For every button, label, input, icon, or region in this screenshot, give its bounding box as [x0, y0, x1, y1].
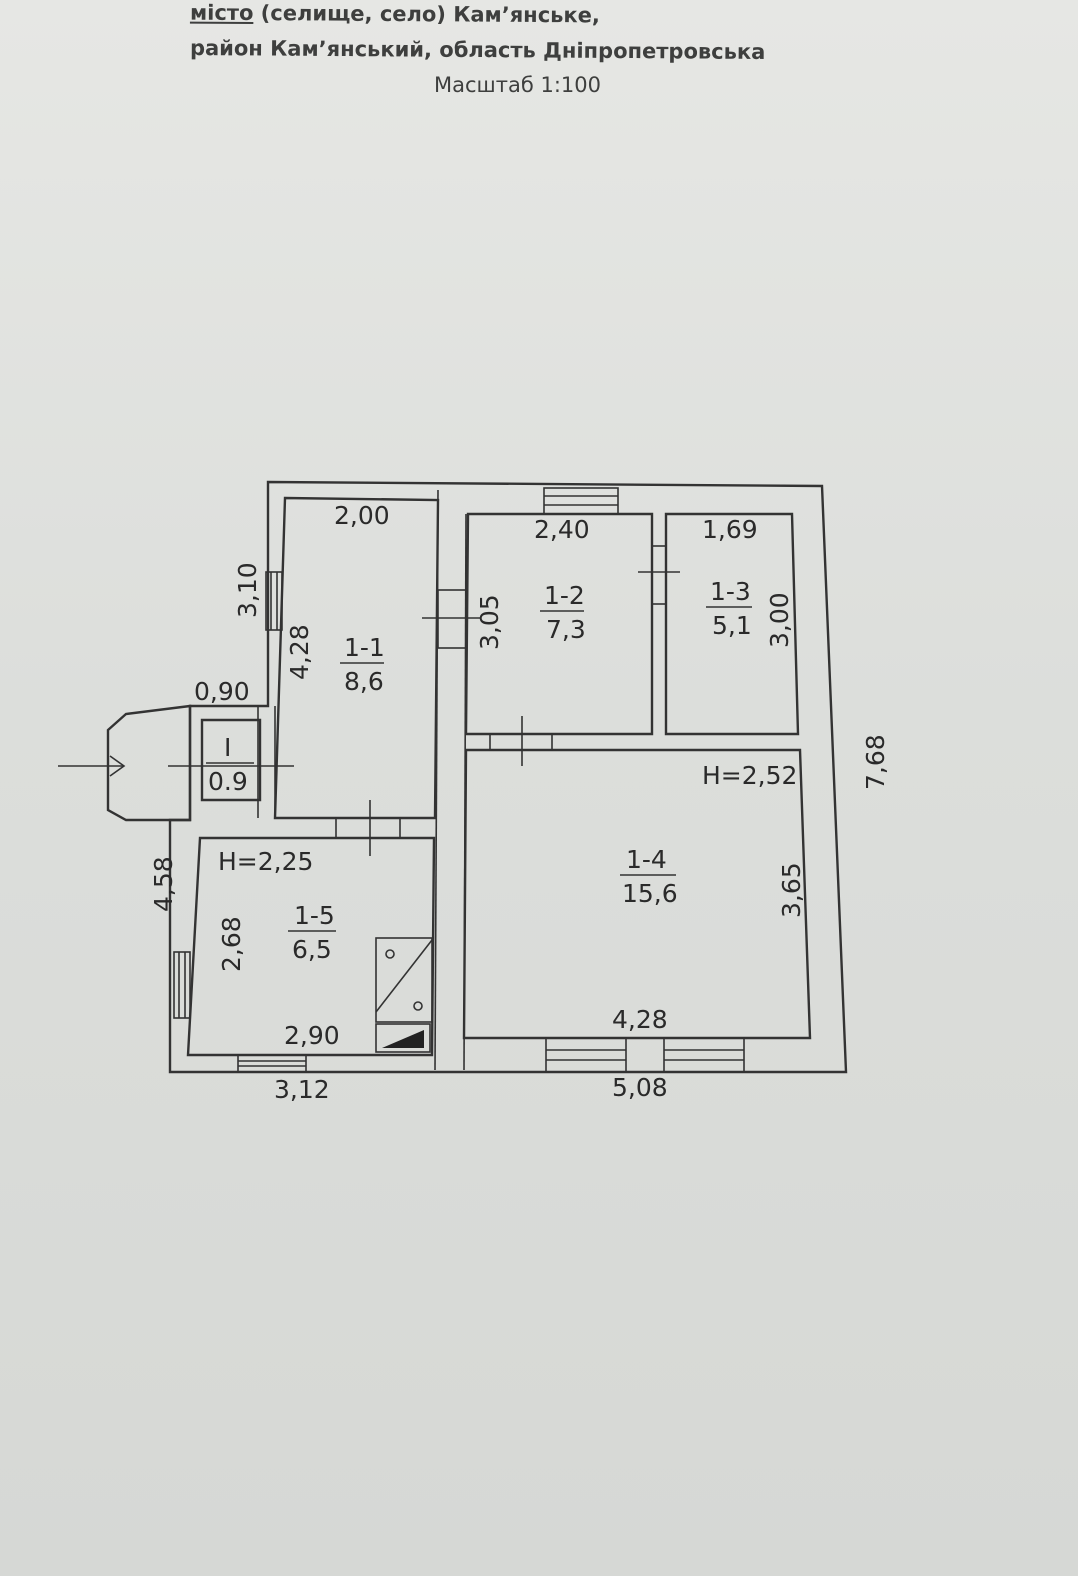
dimension-label: 1,69: [702, 515, 758, 544]
dimension-label: 2,00: [334, 501, 390, 530]
dimension-label: 2,68: [217, 916, 246, 972]
room-1-4-area: 15,6: [622, 879, 678, 908]
entrance-porch: [106, 704, 192, 822]
door-opening: [489, 733, 553, 751]
room-1-1-id: 1-1: [344, 633, 385, 662]
room-1-1-outline: [273, 496, 440, 820]
window-bottom-1-4-left: [545, 1037, 627, 1073]
entrance-arrow-head: [109, 755, 126, 777]
dimension-label: 3,12: [274, 1075, 330, 1104]
height-room-1-4: H=2,52: [702, 761, 797, 790]
room-1-3-area: 5,1: [712, 611, 752, 640]
vestibule-outline: [200, 718, 262, 802]
dimension-label: 5,08: [612, 1073, 668, 1102]
vestibule-area: 0.9: [208, 767, 248, 796]
door-opening: [335, 817, 401, 839]
room-1-4-id: 1-4: [626, 845, 667, 874]
dimension-label: 3,00: [765, 592, 794, 648]
dimension-label: 4,58: [149, 856, 178, 912]
stove-firebox: [382, 1030, 424, 1048]
dimension-label: 3,10: [233, 562, 262, 618]
wall-line: [434, 489, 439, 1071]
window-top: [543, 487, 619, 515]
window-left-1-5: [173, 951, 191, 1019]
dimension-label: 7,68: [861, 734, 890, 790]
door-opening: [651, 545, 667, 605]
window-left-1-1: [265, 571, 283, 631]
room-1-1-area: 8,6: [344, 667, 384, 696]
window-bottom-1-4-right: [663, 1037, 745, 1073]
door-opening: [437, 589, 467, 649]
room-1-5-area: 6,5: [292, 935, 332, 964]
height-room-1-5: H=2,25: [218, 847, 313, 876]
dimension-label: 4,28: [285, 624, 314, 680]
vestibule-id: I: [224, 733, 231, 762]
dimension-label: 4,28: [612, 1005, 668, 1034]
dimension-label: 3,65: [777, 862, 806, 918]
room-1-2-area: 7,3: [546, 615, 586, 644]
scale-label: Масштаб 1:100: [434, 73, 601, 97]
stove-fixture: [375, 937, 433, 1053]
dimension-label: 0,90: [194, 677, 250, 706]
window-bottom-1-5: [237, 1054, 307, 1073]
dimension-label: 3,05: [475, 594, 504, 650]
dimension-label: 2,90: [284, 1021, 340, 1050]
room-1-3-id: 1-3: [710, 577, 751, 606]
dimension-label: 2,40: [534, 515, 590, 544]
room-1-5-id: 1-5: [294, 901, 335, 930]
room-1-2-id: 1-2: [544, 581, 585, 610]
